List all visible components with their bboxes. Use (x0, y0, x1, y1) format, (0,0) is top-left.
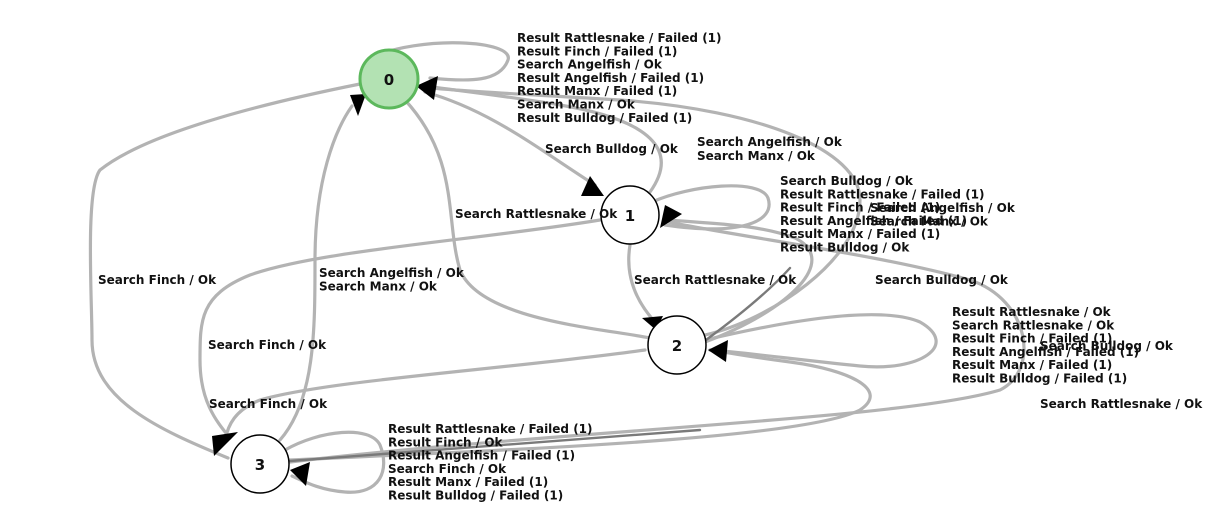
edge-2-3 (223, 348, 647, 442)
edge-0-2 (403, 98, 652, 340)
edge-label-3-2-rattlesnake: Search Rattlesnake / Ok (1040, 397, 1203, 411)
arrow-to-3-right (290, 462, 310, 486)
edge-label-loop-0: Result Rattlesnake / Failed (1) Result F… (517, 31, 726, 125)
edge-loop-3 (283, 430, 386, 494)
edge-label-0-1: Search Bulldog / Ok (545, 142, 679, 156)
edge-3-2-dark (288, 428, 702, 463)
edge-2-1-dark (704, 266, 792, 342)
edge-label-loop-3: Result Rattlesnake / Failed (1) Result F… (388, 422, 597, 503)
edge-label-3-2: Search Bulldog / Ok (1040, 339, 1174, 353)
state-node-0-circle (358, 48, 420, 110)
state-node-2-label: 2 (672, 337, 682, 355)
state-node-2[interactable]: 2 (647, 315, 707, 375)
edge-3-1 (288, 220, 1026, 464)
state-node-1[interactable]: 1 (600, 185, 660, 245)
state-node-3[interactable]: 3 (230, 434, 290, 494)
arrow-to-0-bottom (350, 94, 366, 116)
edge-label-0-3: Search Finch / Ok (98, 273, 217, 287)
edge-label-2-1: Search Angelfish / Ok Search Manx / Ok (870, 201, 1019, 228)
edge-label-2-3: Search Finch / Ok (209, 397, 328, 411)
edge-loop-0 (368, 41, 510, 82)
edge-label-1-2: Search Rattlesnake / Ok (634, 273, 797, 287)
state-node-3-label: 3 (255, 456, 265, 474)
edge-label-0-2: Search Rattlesnake / Ok (455, 207, 618, 221)
edge-1-2 (627, 243, 657, 324)
arrow-to-1-right (660, 205, 682, 228)
state-node-0[interactable]: 0 (358, 48, 420, 110)
state-node-2-circle (647, 315, 707, 375)
edge-label-loop-2: Result Rattlesnake / Ok Search Rattlesna… (952, 305, 1143, 386)
edge-2-0 (430, 86, 862, 337)
edge-0-1 (423, 90, 597, 187)
edge-label-3-0: Search Angelfish / Ok Search Manx / Ok (319, 266, 468, 293)
edge-label-2-0: Search Angelfish / Ok Search Manx / Ok (697, 135, 846, 163)
state-node-1-circle (600, 185, 660, 245)
edge-label-3-1: Search Bulldog / Ok (875, 273, 1009, 287)
edge-label-loop-1: Search Bulldog / Ok Result Rattlesnake /… (780, 174, 989, 255)
arrow-to-1-top (581, 176, 604, 196)
edge-loop-2 (703, 313, 938, 369)
edge-0-3 (88, 82, 362, 460)
state-node-1-label: 1 (625, 207, 635, 225)
state-node-3-circle (230, 434, 290, 494)
arrow-to-3-left (212, 432, 238, 456)
edge-2-1 (666, 218, 814, 344)
edge-1-3 (198, 218, 602, 440)
edge-1-0 (430, 85, 663, 194)
arrow-to-0-right (416, 76, 438, 100)
arrow-to-2-right (708, 340, 728, 362)
edge-label-1-3: Search Finch / Ok (208, 338, 327, 352)
state-node-0-label: 0 (384, 71, 394, 89)
edge-loop-1 (650, 184, 771, 231)
edge-3-2 (288, 348, 872, 462)
